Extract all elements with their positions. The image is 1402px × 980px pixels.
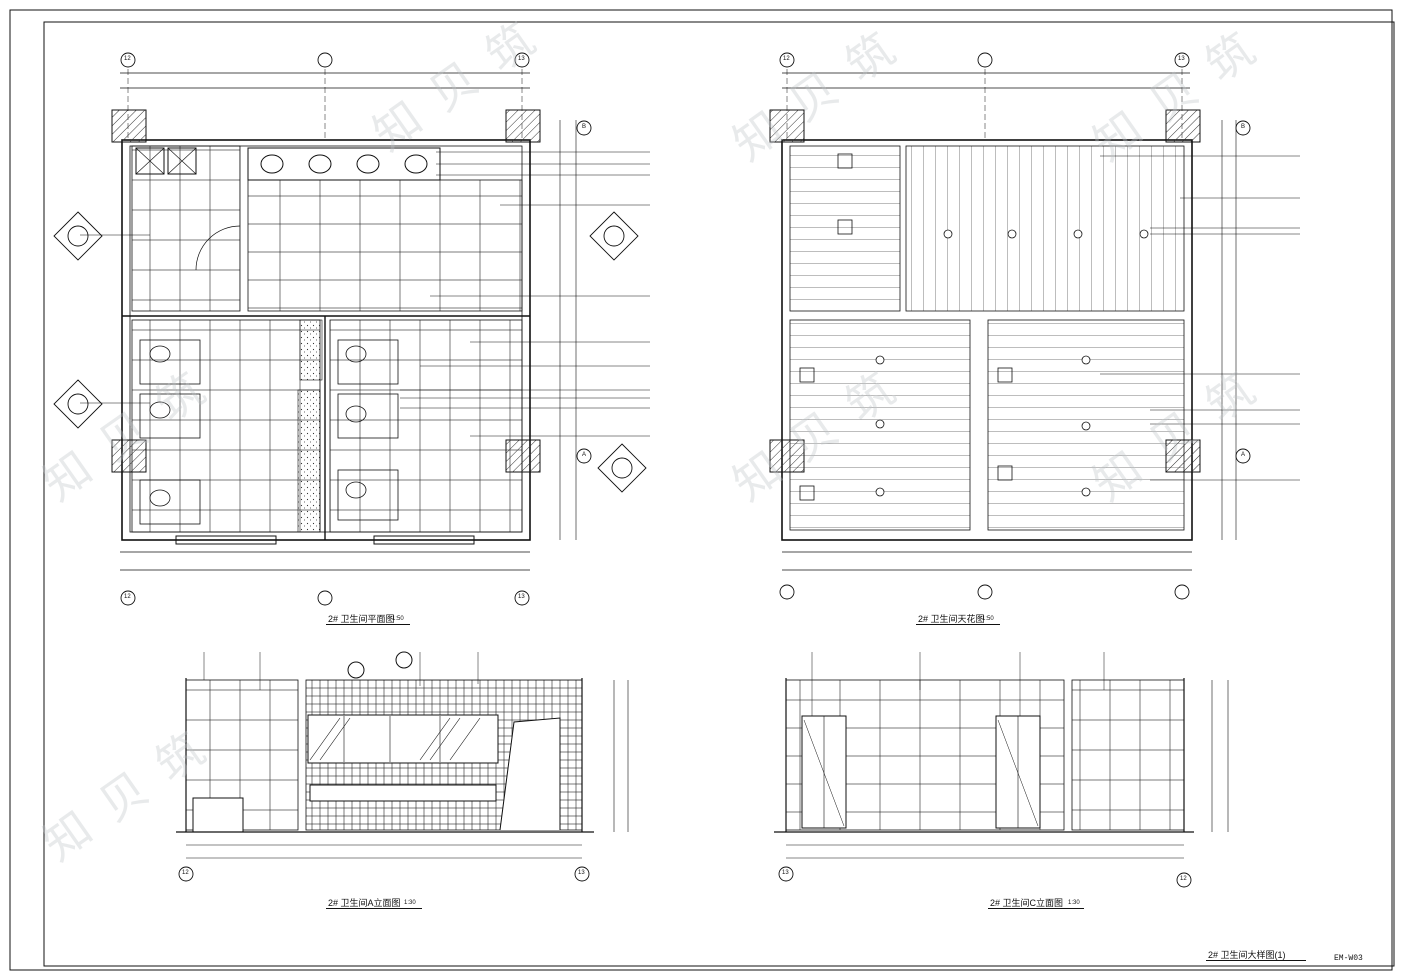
- grid-label-13: 13: [578, 870, 585, 876]
- title-underline: [326, 908, 422, 909]
- elevation-c: [774, 652, 1229, 859]
- title-underline: [916, 624, 1000, 625]
- grid-label-A: A: [582, 452, 587, 458]
- grid-label-13: 13: [1178, 56, 1185, 62]
- grid-label-13: 13: [518, 594, 525, 600]
- title-underline: [326, 624, 410, 625]
- grid-label-12: 12: [1180, 876, 1187, 882]
- grid-label-B: B: [1241, 124, 1246, 130]
- grid-label-A: A: [1241, 452, 1246, 458]
- sheet-title: 2# 卫生间大样图(1): [1208, 950, 1286, 960]
- sheet-inner-border: [43, 21, 1395, 967]
- grid-label-12: 12: [783, 56, 790, 62]
- floor-plan: [53, 60, 650, 571]
- column-hatch: [505, 109, 541, 143]
- column-hatch: [111, 109, 147, 143]
- sheet-outer-border: [9, 9, 1393, 971]
- elevation-a-title: 2# 卫生间A立面图: [328, 898, 401, 908]
- ceiling-plan-title: 2# 卫生间天花图: [918, 614, 985, 624]
- floor-plan-title: 2# 卫生间平面图: [328, 614, 395, 624]
- ceiling-plan-scale: 1:50: [982, 616, 994, 622]
- elevation-a: [176, 651, 629, 859]
- sheet-number: EM-W03: [1334, 954, 1363, 963]
- elevation-a-scale: 1:30: [404, 900, 416, 906]
- ceiling-plan: [769, 60, 1300, 571]
- title-underline: [1206, 960, 1306, 961]
- grid-label-13: 13: [782, 870, 789, 876]
- floor-plan-scale: 1:50: [392, 616, 404, 622]
- elevation-c-scale: 1:30: [1068, 900, 1080, 906]
- grid-label-12: 12: [182, 870, 189, 876]
- grid-label-B: B: [582, 124, 587, 130]
- elevation-c-title: 2# 卫生间C立面图: [990, 898, 1064, 908]
- grid-label-13: 13: [518, 56, 525, 62]
- title-underline: [988, 908, 1084, 909]
- grid-label-12: 12: [124, 594, 131, 600]
- grid-label-12: 12: [124, 56, 131, 62]
